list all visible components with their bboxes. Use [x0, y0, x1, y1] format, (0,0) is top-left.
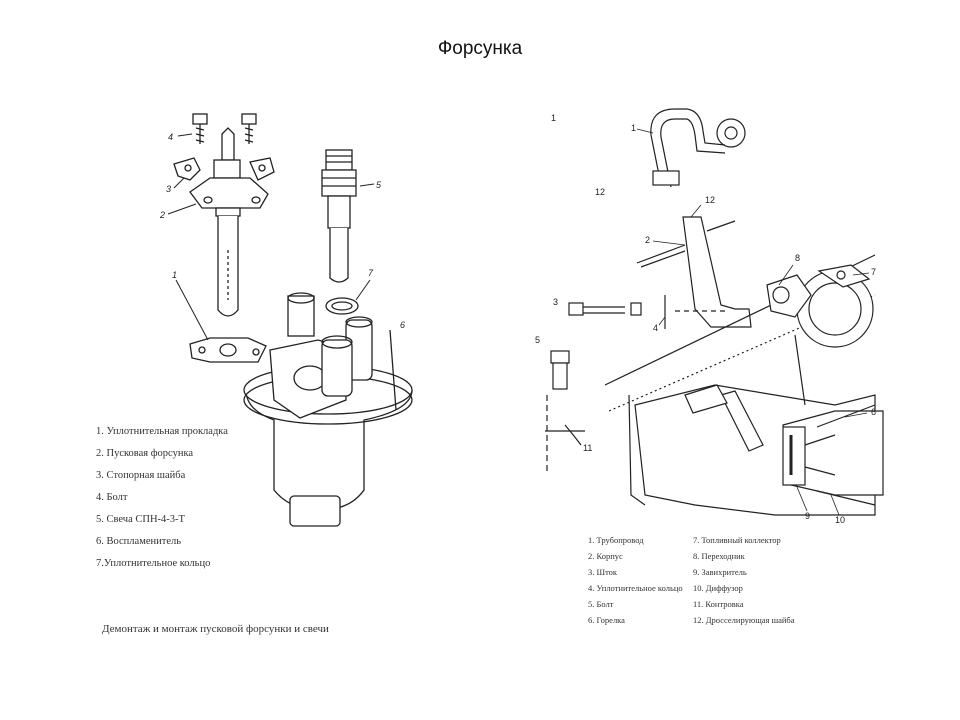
lock-washer-right-icon — [249, 157, 275, 181]
sealing-ring-icon — [325, 297, 359, 315]
legend-item: 1. Трубопровод — [588, 535, 644, 545]
bolt-right-icon — [241, 113, 257, 144]
callout-1: 1 — [631, 123, 636, 133]
callout-4: 4 — [653, 323, 658, 333]
legend-item: 6. Воспламенитель — [96, 536, 182, 547]
callout-9: 9 — [805, 511, 810, 521]
legend-item: 8. Переходник — [693, 551, 745, 561]
starter-injector-exploded-drawing: 4 3 2 5 1 7 6 — [159, 113, 413, 527]
right-legend-col1: 1. Трубопровод 2. Корпус 3. Шток 4. Упло… — [588, 532, 683, 628]
legend-item: 7.Уплотнительное кольцо — [96, 558, 211, 569]
injector-installation-drawing: 1 1 12 12 2 8 7 3 4 5 6 11 9 10 — [535, 108, 884, 525]
callout-2: 2 — [645, 235, 650, 245]
callout-5: 5 — [376, 180, 382, 190]
legend-item: 9. Завихритель — [693, 567, 747, 577]
igniter-icon — [243, 292, 413, 527]
callout-5: 5 — [535, 335, 540, 345]
legend-item: 2. Пусковая форсунка — [96, 448, 194, 459]
fuel-pipeline-icon — [650, 108, 726, 186]
legend-item: 3. Шток — [588, 567, 618, 577]
callout-12-left: 12 — [595, 187, 605, 197]
callout-11: 11 — [583, 443, 592, 453]
burner-icon — [782, 404, 884, 506]
legend-item: 11. Контровка — [693, 599, 744, 609]
callout-2: 2 — [159, 210, 165, 220]
starter-injector-icon — [189, 127, 269, 317]
legend-item: 10. Диффузор — [693, 583, 743, 593]
bolt-icon — [550, 350, 570, 390]
legend-item: 6. Горелка — [588, 615, 625, 625]
fuel-collector-icon — [766, 264, 874, 348]
slide-title: Форсунка — [437, 38, 523, 59]
bolt-left-icon — [192, 113, 208, 144]
spark-plug-icon — [321, 149, 357, 283]
right-legend-col2: 7. Топливный коллектор 8. Переходник 9. … — [693, 532, 795, 628]
legend-item: 2. Корпус — [588, 551, 623, 561]
callout-3: 3 — [166, 184, 171, 194]
legend-item: 7. Топливный коллектор — [693, 535, 781, 545]
legend-item: 3. Стопорная шайба — [96, 470, 186, 481]
legend-item: 4. Уплотнительное кольцо — [588, 583, 683, 593]
callout-8: 8 — [795, 253, 800, 263]
callout-10: 10 — [835, 515, 845, 525]
legend-item: 5. Свеча СПН-4-3-Т — [96, 514, 185, 525]
callout-6: 6 — [871, 407, 876, 417]
callout-12: 12 — [705, 195, 715, 205]
injector-body-icon — [682, 216, 752, 328]
callout-7: 7 — [368, 268, 374, 278]
callout-1-top: 1 — [551, 113, 556, 123]
lock-washer-left-icon — [173, 157, 201, 181]
callout-7: 7 — [871, 267, 876, 277]
legend-item: 5. Болт — [588, 599, 614, 609]
stem-icon — [568, 302, 642, 316]
legend-item: 4. Болт — [96, 492, 128, 503]
left-legend: 1. Уплотнительная прокладка 2. Пусковая … — [96, 421, 228, 575]
callout-1: 1 — [172, 270, 177, 280]
callout-6: 6 — [400, 320, 405, 330]
sealing-gasket-icon — [189, 337, 267, 363]
legend-item: 12. Дросселирующая шайба — [693, 615, 795, 625]
legend-item: 1. Уплотнительная прокладка — [96, 426, 228, 437]
callout-4: 4 — [168, 132, 173, 142]
callout-3: 3 — [553, 297, 558, 307]
left-caption: Демонтаж и монтаж пусковой форсунки и св… — [102, 623, 329, 635]
